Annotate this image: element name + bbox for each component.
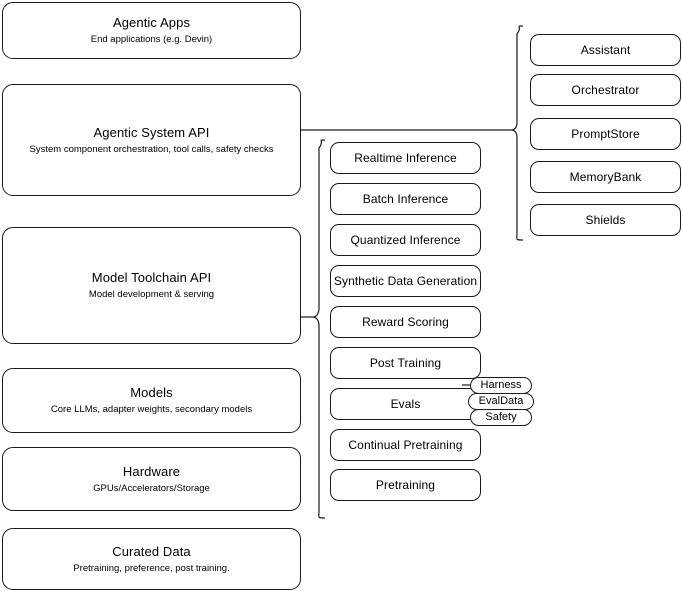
toolchain-item-label: Realtime Inference bbox=[354, 151, 457, 165]
toolchain-item-batch-inference[interactable]: Batch Inference bbox=[330, 183, 481, 215]
layer-subtitle: Core LLMs, adapter weights, secondary mo… bbox=[50, 404, 253, 415]
system-item-shields[interactable]: Shields bbox=[530, 204, 681, 236]
bracket-system-components bbox=[511, 25, 524, 241]
layer-subtitle: System component orchestration, tool cal… bbox=[29, 143, 274, 155]
toolchain-item-post-training[interactable]: Post Training bbox=[330, 347, 481, 379]
bracket-toolchain-components bbox=[312, 139, 326, 519]
system-item-label: Assistant bbox=[580, 43, 631, 57]
layer-hardware[interactable]: Hardware GPUs/Accelerators/Storage bbox=[2, 447, 301, 511]
layer-title: Agentic Apps bbox=[112, 15, 191, 30]
system-item-promptstore[interactable]: PromptStore bbox=[530, 118, 681, 150]
layer-subtitle: End applications (e.g. Devin) bbox=[90, 34, 213, 45]
layer-models[interactable]: Models Core LLMs, adapter weights, secon… bbox=[2, 368, 301, 433]
eval-pill-harness[interactable]: Harness bbox=[470, 377, 532, 394]
system-item-label: Shields bbox=[585, 213, 626, 227]
system-item-assistant[interactable]: Assistant bbox=[530, 34, 681, 66]
eval-pill-evaldata[interactable]: EvalData bbox=[468, 393, 534, 410]
toolchain-item-label: Post Training bbox=[369, 356, 442, 370]
layer-agentic-apps[interactable]: Agentic Apps End applications (e.g. Devi… bbox=[2, 2, 301, 59]
toolchain-item-evals[interactable]: Evals bbox=[330, 388, 481, 420]
toolchain-item-label: Pretraining bbox=[375, 478, 436, 492]
layer-title: Curated Data bbox=[112, 543, 191, 559]
system-item-memorybank[interactable]: MemoryBank bbox=[530, 161, 681, 193]
toolchain-item-reward-scoring[interactable]: Reward Scoring bbox=[330, 306, 481, 338]
eval-pill-safety[interactable]: Safety bbox=[470, 409, 532, 426]
layer-agentic-system-api[interactable]: Agentic System API System component orch… bbox=[2, 84, 301, 196]
toolchain-item-label: Continual Pretraining bbox=[348, 438, 463, 452]
toolchain-item-realtime-inference[interactable]: Realtime Inference bbox=[330, 142, 481, 174]
layer-title: Hardware bbox=[122, 463, 181, 479]
toolchain-item-synthetic-data-generation[interactable]: Synthetic Data Generation bbox=[330, 265, 481, 297]
toolchain-item-pretraining[interactable]: Pretraining bbox=[330, 469, 481, 501]
layer-title: Agentic System API bbox=[93, 124, 210, 140]
system-item-orchestrator[interactable]: Orchestrator bbox=[530, 74, 681, 106]
layer-title: Models bbox=[130, 385, 173, 400]
toolchain-item-label: Reward Scoring bbox=[362, 315, 449, 329]
layer-model-toolchain-api[interactable]: Model Toolchain API Model development & … bbox=[2, 227, 301, 344]
layer-subtitle: GPUs/Accelerators/Storage bbox=[93, 482, 210, 494]
toolchain-item-label: Quantized Inference bbox=[350, 233, 461, 247]
toolchain-item-quantized-inference[interactable]: Quantized Inference bbox=[330, 224, 481, 256]
layer-curated-data[interactable]: Curated Data Pretraining, preference, po… bbox=[2, 528, 301, 590]
toolchain-item-label: Batch Inference bbox=[362, 192, 449, 206]
layer-subtitle: Model development & serving bbox=[88, 289, 215, 300]
system-item-label: PromptStore bbox=[571, 127, 640, 141]
layer-title: Model Toolchain API bbox=[91, 270, 212, 285]
toolchain-item-continual-pretraining[interactable]: Continual Pretraining bbox=[330, 429, 481, 461]
system-item-label: Orchestrator bbox=[571, 83, 640, 97]
layer-subtitle: Pretraining, preference, post training. bbox=[73, 562, 230, 574]
toolchain-item-label: Synthetic Data Generation bbox=[333, 274, 478, 288]
toolchain-item-label: Evals bbox=[390, 397, 421, 411]
system-item-label: MemoryBank bbox=[569, 170, 642, 184]
